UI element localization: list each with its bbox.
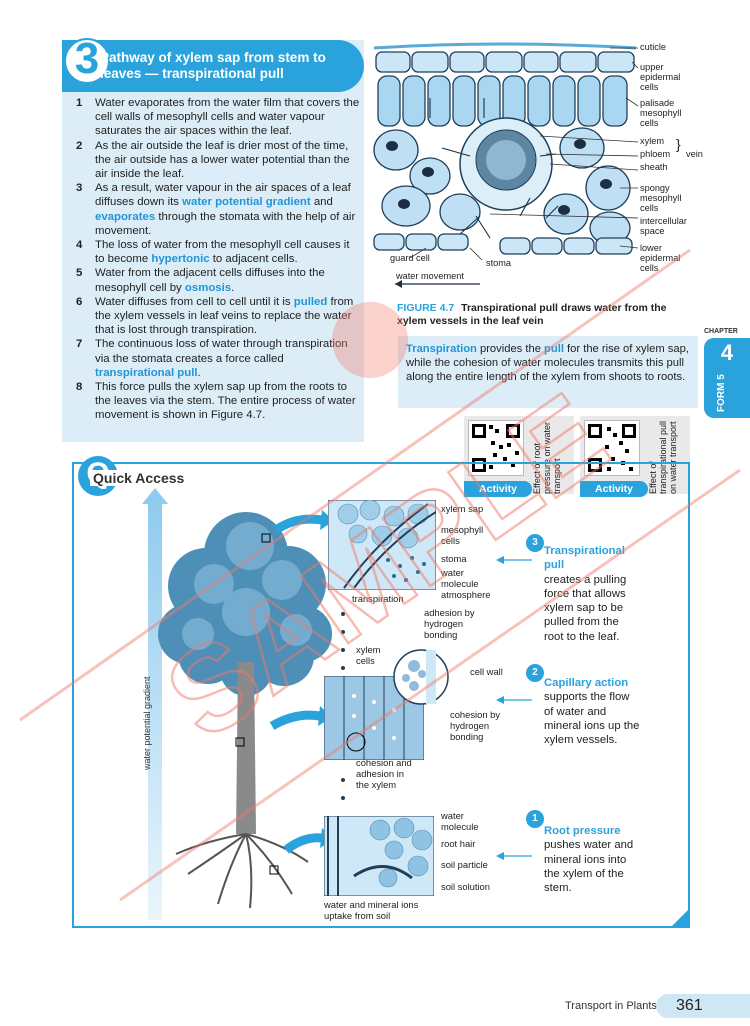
leaf-detail-panel: [328, 500, 436, 590]
chapter-form: FORM 5: [716, 368, 732, 418]
figure-caption: FIGURE 4.7 Transpirational pull draws wa…: [397, 302, 697, 328]
section-title: Pathway of xylem sap from stem to leaves…: [100, 50, 362, 82]
label-spongy: spongy mesophyll cells: [640, 183, 688, 213]
mechanism-pointer-arrows: [496, 540, 536, 870]
step-1: 1 Water evaporates from the water film t…: [76, 96, 360, 139]
label-water-molecule-top: water molecule: [441, 567, 493, 589]
label-palisade: palisade mesophyll cells: [640, 98, 688, 128]
label-adhesion: adhesion by hydrogen bonding: [424, 607, 494, 640]
step-5: 5 Water from the adjacent cells diffuses…: [76, 266, 360, 294]
keyword: hypertonic: [151, 253, 209, 265]
step-6: 6 Water diffuses from cell to cell until…: [76, 295, 360, 338]
label-atmosphere: atmosphere: [441, 589, 491, 600]
label-upper-epidermal: upper epidermal cells: [640, 62, 688, 92]
step-7: 7 The continuous loss of water through t…: [76, 337, 360, 380]
molecule-zoom-circle: [392, 648, 450, 706]
chapter-number: 4: [704, 340, 750, 366]
step-8: 8 This force pulls the xylem sap up from…: [76, 380, 360, 423]
keyword: evaporates: [95, 211, 155, 223]
page-number: 361: [676, 997, 703, 1015]
label-mesophyll: mesophyll cells: [441, 524, 493, 546]
keyword: pulled: [294, 296, 328, 308]
gradient-label: water potential gradient: [142, 570, 152, 770]
keyword: transpirational pull: [95, 367, 198, 379]
label-cohesion-adhesion: cohesion and adhesion in the xylem: [356, 757, 416, 790]
label-cuticle: cuticle: [640, 42, 666, 52]
vein-brace: }: [676, 139, 681, 149]
label-xylem-sap: xylem sap: [441, 503, 493, 514]
label-water-movement: water movement: [396, 271, 464, 281]
label-soil-particle: soil particle: [441, 859, 488, 870]
transpiration-note: Transpiration provides the pull for the …: [398, 336, 698, 408]
step-2: 2 As the air outside the leaf is drier m…: [76, 139, 360, 182]
label-soil-solution: soil solution: [441, 881, 490, 892]
label-uptake: water and mineral ions uptake from soil: [324, 899, 434, 921]
footer-chapter-title: Transport in Plants: [565, 1000, 657, 1012]
label-stoma-qa: stoma: [441, 553, 467, 564]
label-root-hair: root hair: [441, 838, 475, 849]
quick-access-label: Quick Access: [90, 470, 187, 486]
label-vein: vein: [686, 149, 703, 159]
label-water-molecule-bottom: water molecule: [441, 810, 487, 832]
label-stoma: stoma: [486, 258, 511, 268]
root-detail-panel: [324, 816, 434, 896]
label-xylem-cells: xylem cells: [356, 644, 396, 666]
steps-list: 1 Water evaporates from the water film t…: [76, 96, 360, 423]
frame-corner: [670, 908, 690, 928]
chapter-word: CHAPTER: [704, 328, 738, 335]
label-transpiration: transpiration: [352, 593, 404, 604]
label-xylem: xylem: [640, 136, 664, 146]
keyword: osmosis: [185, 282, 231, 294]
label-lower-epidermal: lower epidermal cells: [640, 243, 692, 273]
step-4: 4 The loss of water from the mesophyll c…: [76, 238, 360, 266]
keyword: water potential gradient: [182, 196, 310, 208]
label-phloem: phloem: [640, 149, 670, 159]
label-intercellular: intercellular space: [640, 216, 700, 236]
page-number-tab: [656, 994, 750, 1018]
label-guard-cell: guard cell: [390, 253, 430, 263]
label-sheath: sheath: [640, 162, 668, 172]
step-3: 3 As a result, water vapour in the air s…: [76, 181, 360, 238]
figure-number: FIGURE 4.7: [397, 302, 454, 314]
